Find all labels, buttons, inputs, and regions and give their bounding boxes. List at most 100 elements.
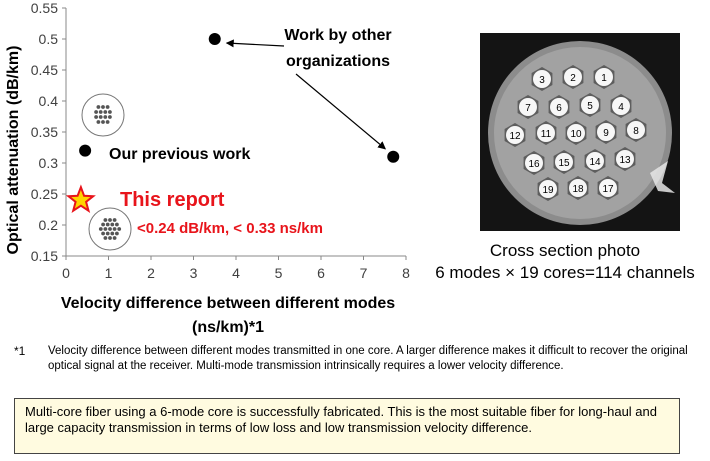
data-point: [387, 150, 400, 163]
photo-caption-line2: 6 modes × 19 cores=114 channels: [435, 263, 695, 282]
fiber-core-label: 13: [619, 155, 631, 166]
fiber-core-dot: [103, 218, 108, 222]
fiber-core: [595, 68, 613, 86]
fiber-core-label: 19: [542, 185, 554, 196]
x-tick-label: 3: [190, 265, 198, 281]
footnote-mark: *1: [14, 344, 26, 358]
x-tick-label: 6: [317, 265, 325, 281]
annotation-arrow-to-others-2: [295, 73, 387, 150]
y-tick-label: 0.35: [31, 124, 58, 140]
fiber-core-dot: [112, 236, 117, 240]
fiber-core-dot: [96, 120, 101, 124]
fiber-core-label: 16: [528, 159, 540, 170]
fiber-core-dot: [110, 222, 115, 227]
fiber-core: [586, 152, 604, 170]
fiber-icon-previous-outline: [81, 93, 125, 137]
y-tick-label: 0.5: [39, 31, 59, 47]
fiber-core-dot: [101, 222, 105, 227]
chart-marks: [65, 33, 400, 251]
fiber-core-dot: [108, 227, 112, 231]
annotation-others-line2: organizations: [286, 53, 390, 70]
fiber-core-label: 18: [572, 184, 584, 195]
fiber-core-dot: [98, 110, 103, 114]
x-tick-label: 5: [275, 265, 283, 281]
fiber-core-dot: [110, 231, 115, 236]
y-axis-label: Optical attenuation (dB/km): [5, 46, 22, 255]
fiber-core-dot: [108, 218, 112, 222]
fiber-core: [597, 123, 615, 141]
fiber-core-label: 12: [509, 131, 521, 142]
fiber-core-dot: [94, 110, 98, 114]
fiber-icon-previous: [81, 93, 125, 137]
x-tick-label: 4: [232, 265, 240, 281]
fiber-core-dot: [105, 120, 110, 124]
fiber-core: [555, 153, 573, 171]
fiber-core-dot: [96, 105, 101, 109]
fiber-core-dot: [101, 120, 105, 124]
fiber-core-dot: [105, 222, 110, 227]
fiber-core-label: 14: [589, 157, 601, 168]
fiber-core: [533, 70, 551, 88]
fiber-core-dot: [103, 227, 108, 231]
fiber-core: [537, 124, 555, 142]
photo-caption-line1: Cross section photo: [489, 241, 641, 260]
annotation-arrow-to-others-1: [225, 39, 285, 48]
fiber-core-dot: [108, 110, 112, 114]
x-axis-label-line2: (ns/km)*1: [192, 319, 264, 336]
annotation-others-line1: Work by other: [284, 27, 391, 44]
fiber-core: [616, 150, 634, 168]
fiber-core-dot: [105, 105, 110, 109]
annotation-previous-work: Our previous work: [109, 146, 250, 163]
fiber-core: [539, 180, 557, 198]
fiber-core-label: 9: [603, 128, 609, 139]
fiber-core-dot: [117, 227, 122, 231]
x-axis-label-line2-text: (ns/km)*1: [192, 319, 264, 336]
fiber-core-label: 5: [587, 101, 593, 112]
data-point: [79, 144, 92, 157]
fiber-core: [525, 154, 543, 172]
x-axis-label-line1: Velocity difference between different mo…: [61, 295, 395, 312]
fiber-core-dot: [101, 231, 105, 236]
summary-box: Multi-core fiber using a 6-mode core is …: [14, 398, 680, 454]
fiber-core: [519, 98, 537, 116]
footnote-text: Velocity difference between different mo…: [48, 345, 688, 372]
fiber-core-dot: [103, 115, 108, 119]
fiber-core-dot: [112, 218, 117, 222]
fracture-highlight: [650, 161, 675, 193]
fiber-core-label: 11: [541, 129, 552, 140]
fiber-core-dot: [103, 110, 108, 114]
fiber-core-dot: [115, 231, 119, 236]
fiber-core-dot: [98, 227, 103, 231]
photo-caption: Cross section photo 6 modes × 19 cores=1…: [420, 240, 710, 284]
data-point: [208, 33, 221, 45]
fiber-core-label: 7: [525, 103, 531, 114]
fiber-core: [550, 98, 568, 116]
fiber-core: [564, 68, 582, 86]
fiber-core-label: 4: [618, 102, 624, 113]
fiber-core: [627, 121, 645, 139]
fiber-core-label: 3: [539, 75, 545, 86]
fiber-core-label: 17: [602, 184, 614, 195]
x-tick-label: 7: [360, 265, 368, 281]
fiber-core: [567, 124, 585, 142]
summary-text: Multi-core fiber using a 6-mode core is …: [25, 404, 657, 435]
annotation-report-values: <0.24 dB/km, < 0.33 ns/km: [137, 220, 323, 237]
fiber-core-dot: [112, 227, 117, 231]
star-marker-this-report: [65, 184, 96, 213]
y-tick-label: 0.25: [31, 186, 58, 202]
fiber-core-label: 10: [570, 129, 582, 140]
fiber-core: [599, 179, 617, 197]
fiber-core: [612, 97, 630, 115]
fiber-core-dot: [103, 236, 108, 240]
fiber-core-dot: [108, 115, 112, 119]
fiber-core-dot: [94, 115, 98, 119]
x-tick-label: 0: [62, 265, 70, 281]
fiber-core-dot: [108, 236, 112, 240]
fiber-core-dot: [105, 231, 110, 236]
y-tick-label: 0.2: [39, 217, 59, 233]
fiber-core-label: 8: [633, 126, 639, 137]
